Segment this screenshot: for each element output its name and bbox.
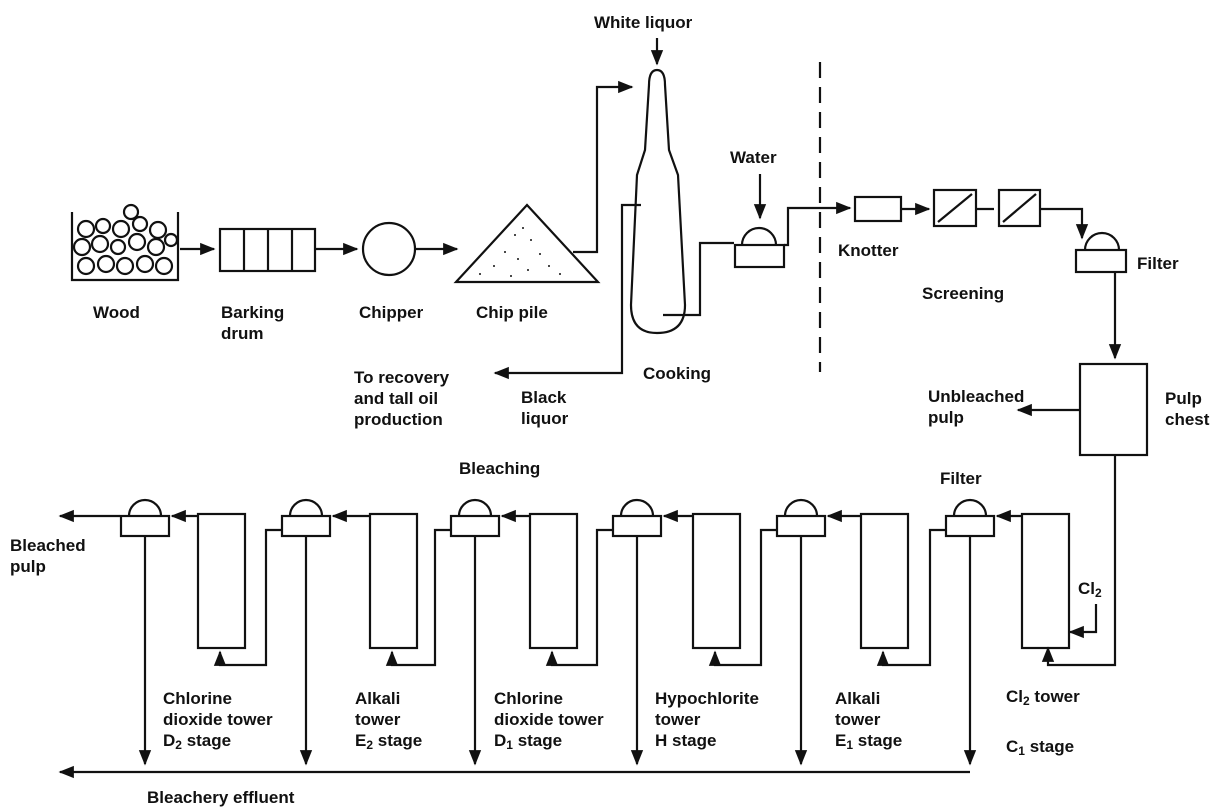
wood-label: Wood <box>93 303 140 322</box>
bleach-filter-icon <box>775 498 827 538</box>
brown-stock-washer-icon <box>733 226 786 269</box>
bleach-tower-icon <box>859 512 910 650</box>
chip-pile-label: Chip pile <box>476 303 548 322</box>
filter-top-icon <box>1074 231 1128 274</box>
screen-1-icon <box>932 188 978 228</box>
chipper-label: Chipper <box>359 303 424 322</box>
screen-2-icon <box>997 188 1042 228</box>
barking-drum-icon <box>218 227 317 273</box>
cl2-tower-label: Cl2 tower <box>1006 687 1080 708</box>
bleach-tower-icon <box>691 512 742 650</box>
cl2-label: Cl2 <box>1078 579 1102 600</box>
knotter-label: Knotter <box>838 241 899 260</box>
filter-top-label: Filter <box>1137 254 1179 273</box>
chipper-icon <box>361 221 417 277</box>
bleach-filter-icon <box>611 498 663 538</box>
bleach-filter-icon <box>449 498 501 538</box>
digester-icon <box>629 68 687 335</box>
filter-bleach-label: Filter <box>940 469 982 488</box>
screening-label: Screening <box>922 284 1005 303</box>
pulp-chest-icon <box>1078 362 1149 457</box>
bleaching-label: Bleaching <box>459 459 541 478</box>
chip-pile-icon <box>453 203 601 284</box>
bleach-tower-icon <box>528 512 579 650</box>
bleach-tower-icon <box>196 512 247 650</box>
bleach-filter-icon <box>944 498 996 538</box>
cooking-label: Cooking <box>643 364 711 383</box>
bleach-tower-icon <box>368 512 419 650</box>
bleach-filter-icon <box>280 498 332 538</box>
cl2-tower-icon <box>1020 512 1071 650</box>
white-liquor-label: White liquor <box>594 13 693 32</box>
bleachery-effluent-label: Bleachery effluent <box>147 788 295 807</box>
bleach-filter-icon <box>119 498 171 538</box>
wood-bin-icon <box>70 203 180 282</box>
water-label: Water <box>730 148 777 167</box>
c1-stage-label: C1 stage <box>1006 737 1075 758</box>
knotter-icon <box>853 195 903 223</box>
